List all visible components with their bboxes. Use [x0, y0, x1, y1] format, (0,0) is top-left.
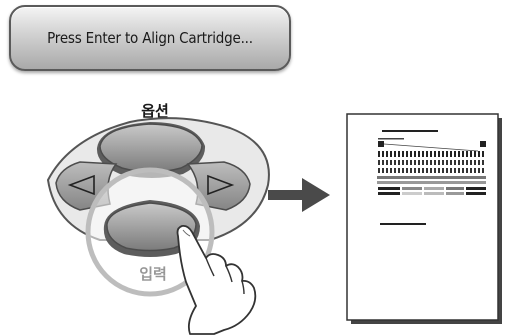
enter-button[interactable]: [103, 200, 200, 257]
lcd-message: Press Enter to Align Cartridge...: [47, 29, 253, 47]
pointing-hand-icon: [176, 224, 257, 335]
triangle-left-icon: [67, 174, 95, 196]
alignment-page-icon: [346, 113, 502, 324]
lcd-display: Press Enter to Align Cartridge...: [9, 5, 291, 71]
options-button[interactable]: [96, 122, 206, 178]
options-label: 옵션: [141, 102, 169, 120]
triangle-right-icon: [207, 174, 235, 196]
arrow-right-icon: [268, 178, 330, 212]
control-pad: [46, 117, 270, 335]
